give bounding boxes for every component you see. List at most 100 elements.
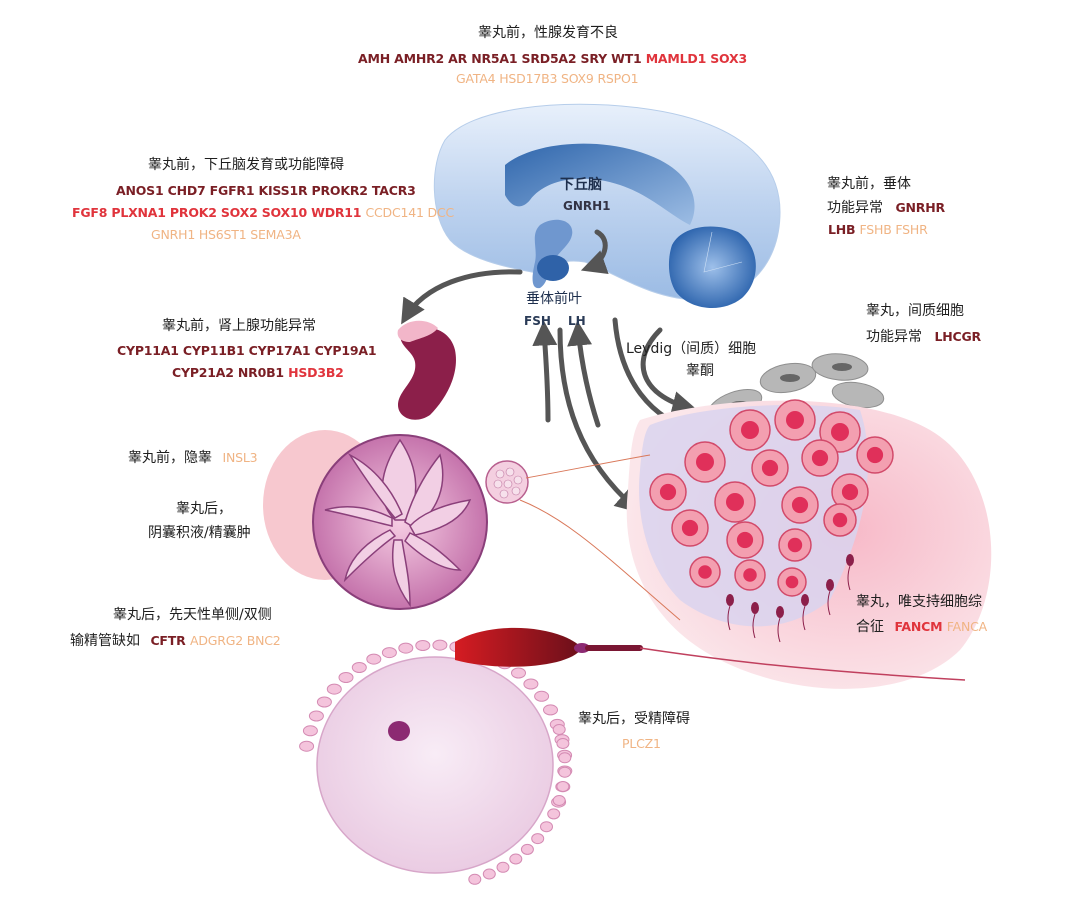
corona-cell	[558, 752, 572, 764]
corona-cell	[338, 672, 354, 683]
corona-cell	[415, 640, 431, 651]
germ-cell-nucleus	[696, 453, 714, 471]
sertoli-red-gene: FANCM	[894, 619, 943, 634]
corona-cell	[552, 724, 566, 735]
testis-illustration	[263, 430, 681, 621]
gonad-dark-genes: AMH AMHR2 AR NR5A1 SRD5A2 SRY WT1	[358, 51, 642, 66]
germ-cell-nucleus	[743, 568, 757, 582]
germ-cell-nucleus	[741, 421, 759, 439]
post-testicular-line1: 睾丸后，	[176, 501, 232, 517]
sperm-tail	[777, 617, 781, 643]
pituitary-disorder-line2: 功能异常 GNRHR	[827, 198, 945, 218]
corona-cell	[543, 704, 558, 716]
germ-cell-nucleus	[761, 459, 779, 477]
leydig-disorder-line2: 功能异常 LHCGR	[866, 327, 981, 347]
hypothalamus-dark-genes: ANOS1 CHD7 FGFR1 KISS1R PROKR2 TACR3	[116, 183, 416, 198]
sperm-head	[751, 602, 759, 614]
germ-cell-nucleus	[681, 519, 699, 537]
adrenal-dark-genes-1: CYP11A1 CYP11B1 CYP17A1 CYP19A1	[117, 343, 377, 358]
gonad-light-genes: GATA4 HSD17B3 SOX9 RSPO1	[456, 71, 639, 86]
brain-illustration	[433, 103, 781, 309]
adrenal-red-gene: HSD3B2	[288, 365, 344, 380]
leydig-disorder-text: 功能异常	[866, 329, 922, 345]
hypothalamus-red-genes: FGF8 PLXNA1 PROK2 SOX2 SOX10 WDR11	[72, 205, 362, 220]
pituitary-disorder-line1: 睾丸前，垂体	[827, 176, 911, 192]
sperm-head	[726, 594, 734, 606]
germ-cell-nucleus	[831, 423, 849, 441]
hypothalamus-heading: 睾丸前，下丘脑发育或功能障碍	[148, 157, 344, 173]
corona-cell	[511, 667, 526, 679]
oocyte-fertilization	[299, 627, 966, 885]
pituitary-genes-line: LHB FSHB FSHR	[828, 220, 928, 239]
corona-cell	[482, 868, 496, 880]
germ-cell-nucleus	[786, 411, 804, 429]
sperm-tail	[727, 605, 731, 631]
adrenal-genes-line2: CYP21A2 NR0B1 HSD3B2	[172, 363, 344, 382]
sperm-head	[846, 554, 854, 566]
seminiferous-tubule-section	[626, 399, 992, 689]
cryptorchidism-line: 睾丸前，隐睾 INSL3	[128, 448, 258, 468]
corona-cell	[316, 696, 332, 708]
germ-cell-nucleus	[832, 512, 848, 528]
gonad-genes-line1: AMH AMHR2 AR NR5A1 SRD5A2 SRY WT1 MAMLD1…	[358, 49, 747, 68]
sertoli-line2: 合征 FANCM FANCA	[856, 617, 987, 637]
sperm-head	[776, 606, 784, 618]
pituitary-dark-gene-2: LHB	[828, 222, 856, 237]
corona-cell	[547, 808, 561, 820]
germ-cell-nucleus	[787, 537, 803, 553]
pituitary-label: 垂体前叶	[526, 291, 582, 307]
sperm-tail	[752, 613, 756, 639]
leydig-disorder-line1: 睾丸，间质细胞	[866, 303, 964, 319]
corona-cell	[381, 647, 397, 659]
corona-cell	[302, 725, 318, 737]
germ-cell-nucleus	[698, 565, 712, 579]
cbavd-line2: 输精管缺如 CFTR ADGRG2 BNC2	[70, 631, 281, 651]
corona-cell	[351, 662, 367, 673]
germ-cell-nucleus	[791, 496, 809, 514]
corona-cell	[552, 795, 566, 806]
corona-cell	[398, 642, 414, 654]
sperm-tail	[847, 565, 851, 591]
hypothalamus-label: 下丘脑	[560, 177, 602, 193]
sperm-tail	[827, 590, 831, 616]
sertoli-line1: 睾丸，唯支持细胞综	[856, 594, 982, 610]
cbavd-text: 输精管缺如	[70, 633, 140, 649]
corona-cell	[509, 853, 523, 865]
corona-cell	[558, 766, 572, 778]
hypothalamus-genes-line2: FGF8 PLXNA1 PROK2 SOX2 SOX10 WDR11 CCDC1…	[72, 203, 454, 222]
leydig-cell-label: Leydig（间质）细胞	[626, 341, 757, 357]
cbavd-dark-gene: CFTR	[150, 633, 186, 648]
sperm-head	[801, 594, 809, 606]
corona-cell	[556, 781, 570, 792]
corona-cell	[432, 639, 448, 651]
fsh-label: FSH	[524, 314, 551, 328]
fertilization-light-gene: PLCZ1	[622, 736, 661, 751]
cryptorchidism-heading: 睾丸前，隐睾	[128, 450, 212, 466]
adrenal-heading: 睾丸前，肾上腺功能异常	[162, 318, 316, 334]
hypothalamus-light-genes-1: CCDC141 DCC	[365, 205, 454, 220]
corona-cell	[523, 678, 539, 690]
lh-label: LH	[568, 314, 586, 328]
pituitary-dark-gene: GNRHR	[895, 200, 945, 215]
hypothalamus-light-genes-2: GNRH1 HS6ST1 SEMA3A	[151, 227, 301, 242]
germ-cell-nucleus	[841, 483, 859, 501]
cbavd-light-genes: ADGRG2 BNC2	[189, 633, 281, 648]
corona-cell	[326, 683, 342, 695]
corona-cell	[496, 861, 510, 873]
corona-cell	[556, 738, 570, 749]
leydig-dark-gene: LHCGR	[934, 329, 981, 344]
sertoli-text: 合征	[856, 619, 884, 635]
sertoli-light-gene: FANCA	[946, 619, 987, 634]
fertilization-heading: 睾丸后，受精障碍	[578, 711, 690, 727]
corona-cell	[366, 653, 382, 665]
corona-cell	[534, 690, 550, 702]
sperm-tail	[802, 605, 806, 631]
sperm-head	[826, 579, 834, 591]
corona-cell	[299, 740, 315, 752]
gnrh1-label: GNRH1	[563, 199, 611, 213]
corona-cell	[308, 710, 324, 722]
germ-cell-nucleus	[659, 483, 677, 501]
pituitary-disorder-text: 功能异常	[827, 200, 883, 216]
adrenal-dark-genes-2: CYP21A2 NR0B1	[172, 365, 284, 380]
